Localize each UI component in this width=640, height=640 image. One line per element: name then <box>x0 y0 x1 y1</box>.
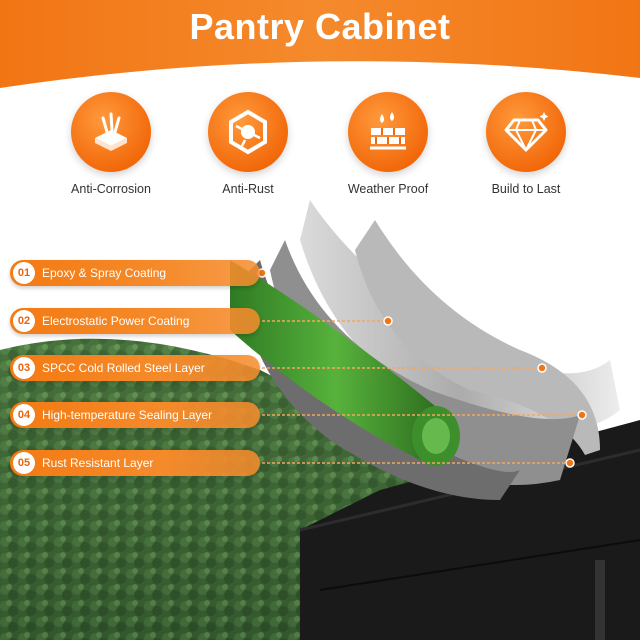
feature-label: Anti-Rust <box>222 182 274 196</box>
header-banner <box>0 0 640 88</box>
layer-number: 03 <box>13 357 35 379</box>
corrosion-icon <box>71 92 151 172</box>
layer-number: 05 <box>13 452 35 474</box>
layer-text: Epoxy & Spray Coating <box>42 266 167 280</box>
layer-label-05: 05 Rust Resistant Layer <box>10 450 260 476</box>
page-title: Pantry Cabinet <box>189 6 451 47</box>
feature-label: Build to Last <box>491 182 561 196</box>
layer-label-04: 04 High-temperature Sealing Layer <box>10 402 260 428</box>
layer-label-02: 02 Electrostatic Power Coating <box>10 308 260 334</box>
feature-build-to-last: Build to Last <box>476 92 576 196</box>
layer-text: SPCC Cold Rolled Steel Layer <box>42 361 205 375</box>
layer-label-01: 01 Epoxy & Spray Coating <box>10 260 260 286</box>
layer-label-03: 03 SPCC Cold Rolled Steel Layer <box>10 355 260 381</box>
feature-anti-corrosion: Anti-Corrosion <box>61 92 161 196</box>
weather-icon <box>348 92 428 172</box>
layer-number: 02 <box>13 310 35 332</box>
layer-text: Rust Resistant Layer <box>42 456 154 470</box>
diamond-icon <box>486 92 566 172</box>
rust-icon <box>208 92 288 172</box>
feature-label: Anti-Corrosion <box>71 182 151 196</box>
feature-label: Weather Proof <box>347 182 429 196</box>
layer-number: 01 <box>13 262 35 284</box>
layer-text: Electrostatic Power Coating <box>42 314 190 328</box>
feature-anti-rust: Anti-Rust <box>198 92 298 196</box>
feature-weather-proof: Weather Proof <box>338 92 438 196</box>
layer-text: High-temperature Sealing Layer <box>42 408 213 422</box>
layer-number: 04 <box>13 404 35 426</box>
